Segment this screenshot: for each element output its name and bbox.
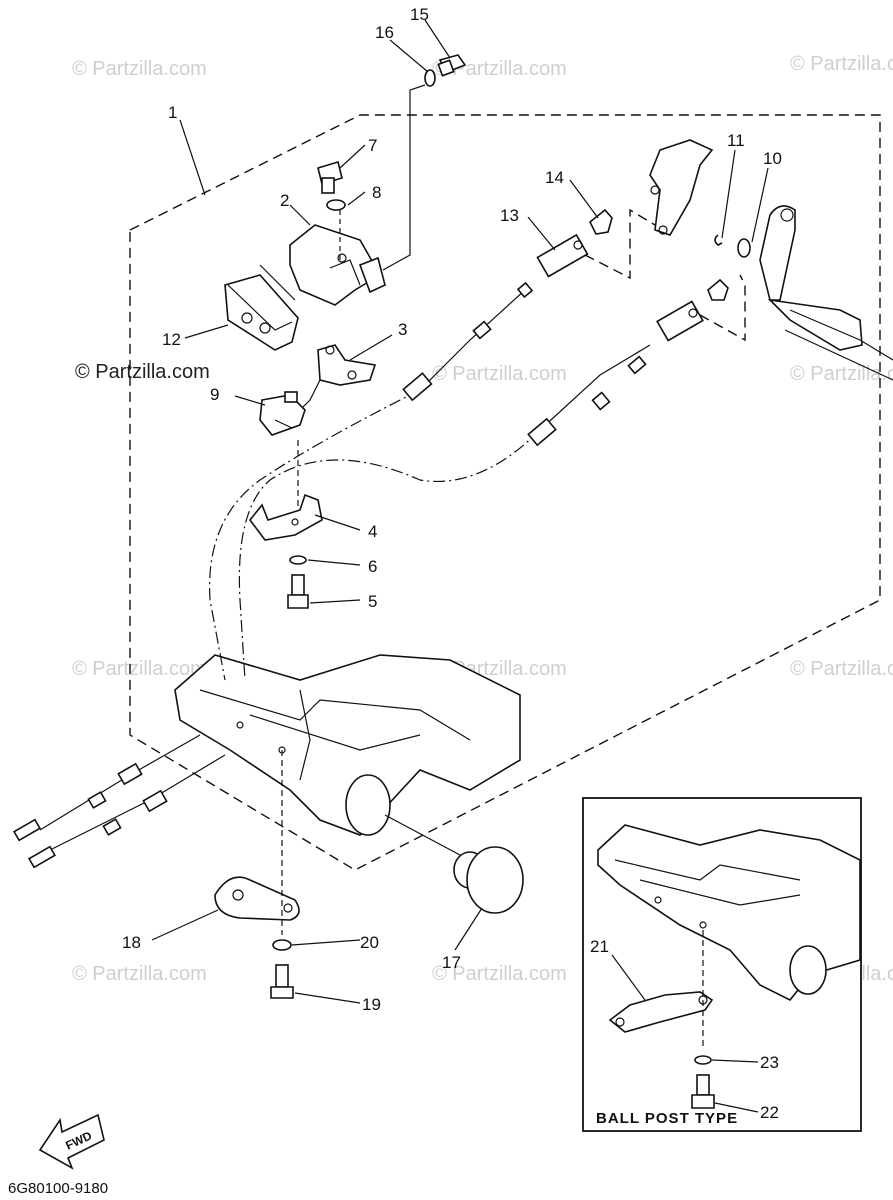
callout-11: 11 (727, 131, 745, 150)
part-14-clip (588, 208, 729, 301)
leader-16-line (382, 84, 426, 271)
control-cables (13, 281, 651, 869)
watermark: © Partzilla.com (72, 58, 207, 80)
watermark: © Partzilla.com (432, 963, 567, 985)
part-17-plug (384, 814, 524, 914)
part-12-pad (224, 264, 299, 351)
callout-labels: 1 2 3 4 5 6 7 8 9 10 11 12 13 14 15 16 1… (122, 5, 782, 1014)
part-13-cable-end (536, 233, 704, 342)
throttle-arm (584, 139, 746, 342)
part-15-bolt (437, 54, 467, 77)
part-19-bolt (270, 964, 294, 999)
part-11-clip (714, 234, 723, 246)
watermark: © Partzilla.com (790, 53, 893, 75)
callout-5: 5 (368, 592, 377, 611)
callout-1: 1 (168, 103, 177, 122)
part-16-washer (424, 69, 436, 87)
part-18-bracket (214, 750, 300, 935)
watermark: © Partzilla.com (72, 963, 207, 985)
inset-ball-post-type: 21 22 23 BALL POST TYPE (582, 797, 862, 1132)
callout-7: 7 (368, 136, 377, 155)
callout-3: 3 (398, 320, 407, 339)
callout-21: 21 (590, 937, 609, 956)
part-20-washer (272, 939, 292, 951)
callout-16: 16 (375, 23, 394, 42)
watermark-dark: © Partzilla.com (75, 361, 210, 383)
callout-4: 4 (368, 522, 377, 541)
part-8-washer (326, 199, 346, 211)
callout-13: 13 (500, 206, 519, 225)
leader-lines (151, 19, 769, 1004)
callout-23: 23 (760, 1053, 779, 1072)
callout-14: 14 (545, 168, 564, 187)
watermark: © Partzilla.com (432, 363, 567, 385)
watermark: © Partzilla.com (790, 658, 893, 680)
part-10-lever (737, 205, 893, 381)
part-22-bolt (691, 1074, 715, 1109)
part-2-bracket (289, 224, 386, 306)
callout-2: 2 (280, 191, 289, 210)
part-5-bolt (287, 574, 309, 609)
part-4-bracket (248, 493, 323, 541)
callout-10: 10 (763, 149, 782, 168)
part-23-washer (694, 1055, 712, 1065)
callout-18: 18 (122, 933, 141, 952)
callout-15: 15 (410, 5, 429, 24)
callout-12: 12 (162, 330, 181, 349)
lower-casing (174, 654, 521, 836)
callout-6: 6 (368, 557, 377, 576)
callout-20: 20 (360, 933, 379, 952)
inset-caption: BALL POST TYPE (596, 1110, 738, 1127)
assembly-boundary (129, 114, 881, 871)
callout-22: 22 (760, 1103, 779, 1122)
callout-17: 17 (442, 953, 461, 972)
diagram-code: 6G80100-9180 (8, 1180, 108, 1197)
part-6-washer (289, 555, 307, 565)
part-7-bolt (317, 160, 343, 194)
watermark: © Partzilla.com (72, 658, 207, 680)
callout-19: 19 (362, 995, 381, 1014)
callout-8: 8 (372, 183, 381, 202)
part-21-bracket (608, 991, 714, 1033)
callout-9: 9 (210, 385, 219, 404)
fwd-arrow-icon: FWD (38, 1113, 105, 1170)
watermark: © Partzilla.com (790, 363, 893, 385)
part-9-clamp (259, 391, 306, 436)
part-3-plate (299, 344, 377, 411)
watermark: © Partzilla.com (432, 58, 567, 80)
